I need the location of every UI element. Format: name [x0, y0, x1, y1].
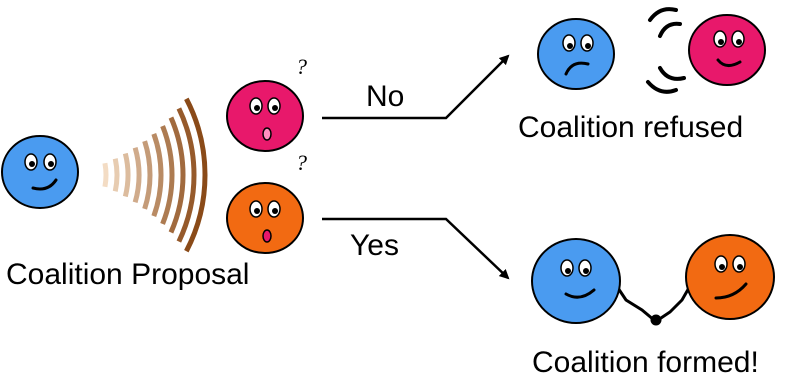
- yes-label: Yes: [350, 229, 399, 262]
- no-label: No: [366, 80, 405, 113]
- question-mark-bottom: ?: [296, 150, 307, 175]
- signal-wave: [112, 158, 120, 192]
- formed-orange-face-icon: [685, 234, 775, 320]
- no-arrow: [322, 54, 510, 120]
- signal-wave: [168, 116, 186, 234]
- signal-wave: [142, 140, 153, 210]
- signal-wave: [151, 133, 164, 217]
- coalition-formed-label: Coalition formed!: [532, 346, 759, 379]
- signal-wave: [184, 97, 208, 253]
- yes-arrow: [322, 217, 510, 280]
- refused-pink-face-icon: [688, 14, 766, 86]
- signal-wave: [132, 146, 142, 204]
- orange-surprised-face-icon: [226, 182, 304, 254]
- rejection-arcs-icon: [646, 7, 686, 94]
- signal-wave: [160, 125, 175, 225]
- signal-wave: [176, 107, 197, 243]
- refused-sad-face-icon: [537, 18, 615, 90]
- broadcast-waves-icon: [102, 97, 208, 253]
- coalition-refused-label: Coalition refused: [518, 111, 744, 144]
- proposer-face-icon: [1, 135, 79, 209]
- pink-surprised-face-icon: [226, 80, 304, 152]
- signal-wave: [102, 162, 109, 188]
- coalition-proposal-label: Coalition Proposal: [6, 258, 250, 291]
- signal-wave: [122, 152, 131, 198]
- holding-hands-icon: [612, 280, 692, 326]
- formed-blue-face-icon: [531, 238, 621, 324]
- question-mark-top: ?: [296, 54, 307, 79]
